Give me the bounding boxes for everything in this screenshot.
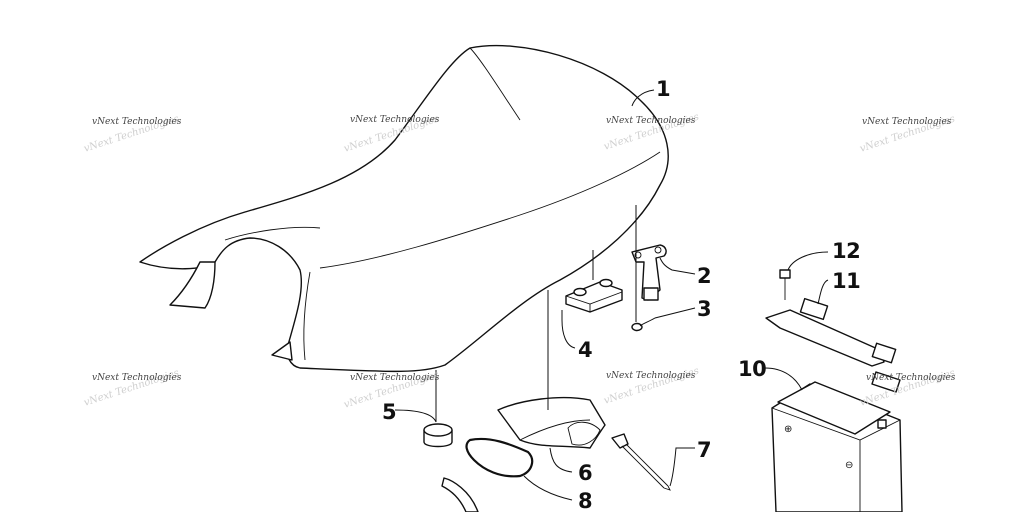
callout-11: 11 — [832, 269, 860, 293]
callout-1: 1 — [656, 77, 670, 101]
rubber-block-part — [565, 278, 623, 313]
watermark-4: vNext Technologies vNext Technologies — [859, 114, 957, 155]
callout-7: 7 — [697, 438, 711, 462]
svg-text:vNext Technologies: vNext Technologies — [862, 117, 952, 127]
callout-4: 4 — [578, 338, 592, 362]
long-bolt-part — [611, 433, 671, 491]
callout-5: 5 — [382, 400, 396, 424]
grommet-part — [423, 423, 453, 448]
svg-text:vNext Technologies: vNext Technologies — [866, 373, 956, 383]
watermark-7: vNext Technologies vNext Technologies — [603, 366, 701, 407]
callout-3: 3 — [697, 297, 711, 321]
svg-text:vNext Technologies: vNext Technologies — [350, 373, 440, 383]
strap-screw-part — [779, 269, 791, 300]
callout-6: 6 — [578, 461, 592, 485]
tool-pouch-part — [497, 396, 606, 449]
callout-8: 8 — [578, 489, 592, 512]
battery-part: ⊕ ⊖ — [771, 381, 903, 512]
battery-strap-part — [765, 297, 901, 393]
nut-part — [631, 322, 643, 332]
callout-numbers: 1 2 3 4 5 6 7 8 10 11 12 — [382, 77, 861, 512]
callout-12: 12 — [832, 239, 860, 263]
latch-bracket-part — [631, 244, 667, 301]
callout-10: 10 — [738, 357, 766, 381]
svg-text:vNext Technologies: vNext Technologies — [350, 115, 440, 125]
svg-text:vNext Technologies: vNext Technologies — [606, 116, 696, 126]
seat-part — [139, 44, 669, 373]
svg-text:⊕: ⊕ — [784, 424, 792, 435]
callout-2: 2 — [697, 264, 711, 288]
svg-text:vNext Technologies: vNext Technologies — [606, 371, 696, 381]
svg-text:vNext Technologies: vNext Technologies — [92, 373, 182, 383]
watermark-1: vNext Technologies vNext Technologies — [83, 114, 182, 155]
leader-lines — [394, 89, 829, 501]
tool-wrench-part — [441, 477, 479, 512]
watermark-5: vNext Technologies vNext Technologies — [83, 368, 182, 409]
seal-loop-part — [465, 437, 534, 478]
svg-text:vNext Technologies: vNext Technologies — [92, 117, 182, 127]
svg-text:⊖: ⊖ — [845, 460, 853, 471]
watermark-8: vNext Technologies vNext Technologies — [859, 368, 957, 409]
